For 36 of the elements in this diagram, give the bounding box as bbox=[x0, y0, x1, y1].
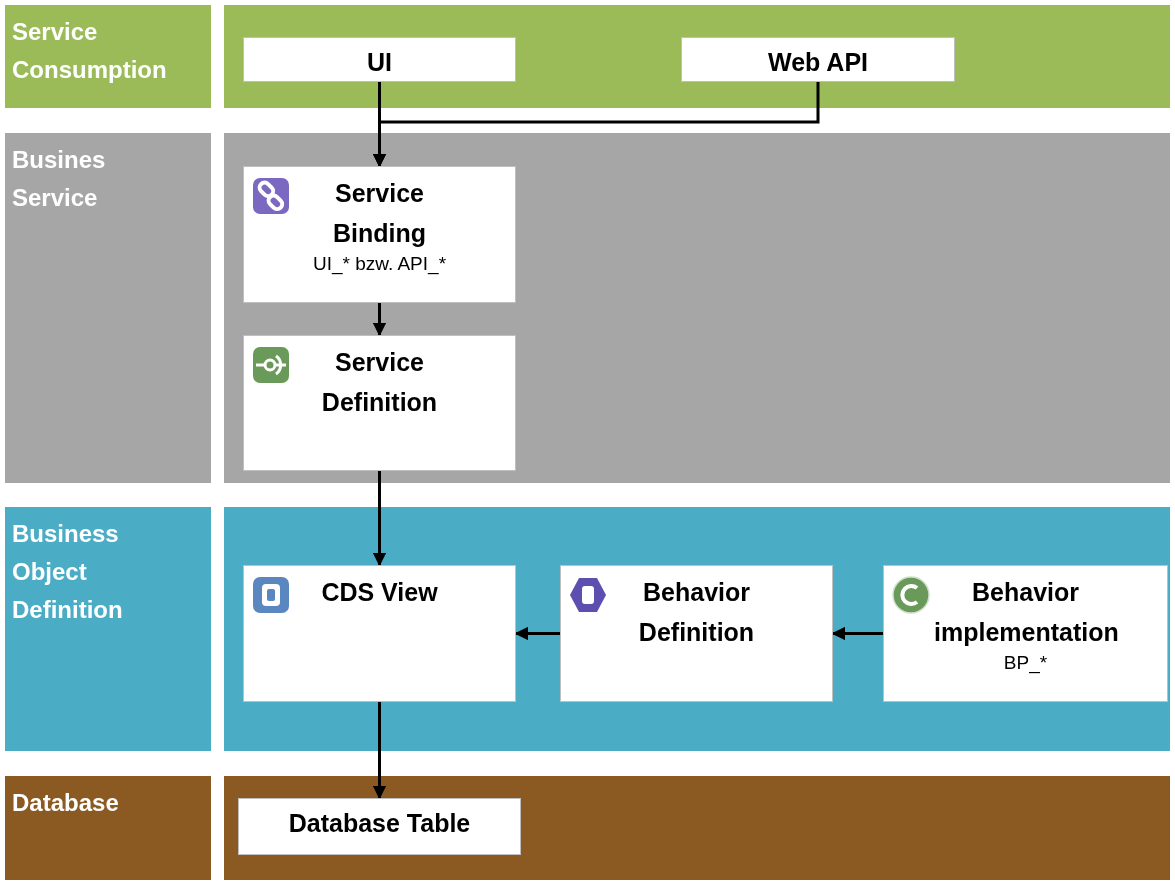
component-title: Behavior implementation bbox=[934, 577, 1117, 648]
component-box bbox=[883, 565, 1168, 702]
lane-title: Busines Service bbox=[12, 145, 107, 213]
lane-band bbox=[224, 5, 1170, 108]
lane-header bbox=[5, 776, 211, 880]
component-box bbox=[243, 37, 516, 82]
lane-band bbox=[224, 507, 1170, 751]
component-title: Service Definition bbox=[320, 347, 439, 418]
component-title: Database Table bbox=[287, 808, 472, 839]
component-box bbox=[243, 565, 516, 702]
component-title: UI bbox=[366, 47, 393, 78]
component-subtitle: UI_* bzw. API_* bbox=[311, 253, 448, 276]
lane-header bbox=[5, 507, 211, 751]
lane-title: Business Object Definition bbox=[12, 519, 124, 625]
component-box bbox=[243, 166, 516, 303]
component-box bbox=[243, 335, 516, 471]
component-title: CDS View bbox=[320, 577, 439, 608]
component-title: Service Binding bbox=[332, 178, 427, 249]
arrow bbox=[831, 626, 883, 641]
lane-band bbox=[224, 776, 1170, 880]
component-box bbox=[681, 37, 955, 82]
lane-band bbox=[224, 133, 1170, 483]
component-subtitle: BP_* bbox=[1002, 652, 1049, 675]
component-box bbox=[238, 798, 521, 855]
arrow bbox=[372, 82, 820, 168]
arrow bbox=[514, 626, 560, 641]
arrow bbox=[372, 303, 387, 337]
arrow bbox=[372, 471, 387, 567]
lane-header bbox=[5, 133, 211, 483]
lane-header bbox=[5, 5, 211, 108]
lane-title: Database bbox=[12, 788, 120, 818]
lane-title: Service Consumption bbox=[12, 17, 168, 85]
component-box bbox=[560, 565, 833, 702]
component-title: Behavior Definition bbox=[637, 577, 756, 648]
arrow bbox=[372, 702, 387, 800]
component-title: Web API bbox=[767, 47, 869, 78]
